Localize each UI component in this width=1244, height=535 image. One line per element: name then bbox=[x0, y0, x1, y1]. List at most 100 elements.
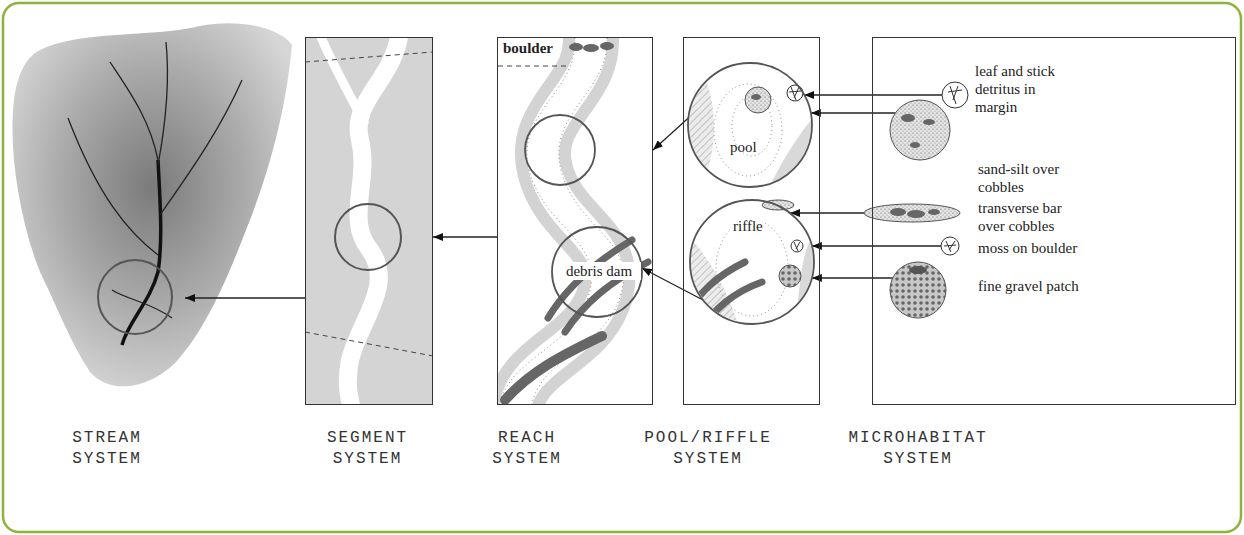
microhabitat-sample: leaf and stick detritus in margin bbox=[942, 82, 968, 108]
microhabitat-samples bbox=[909, 266, 927, 274]
flow-arrow bbox=[804, 94, 942, 95]
pool-detail bbox=[680, 70, 820, 195]
pool-detail bbox=[751, 94, 761, 100]
pool-detail bbox=[714, 84, 782, 176]
reach-channel bbox=[600, 42, 614, 50]
node-outline bbox=[890, 262, 946, 318]
feature-label: riffle bbox=[731, 217, 765, 235]
pool-detail bbox=[789, 87, 801, 100]
microhabitat-samples bbox=[907, 210, 925, 218]
microhabitat-samples bbox=[864, 204, 960, 222]
riffle-detail bbox=[680, 200, 820, 338]
microhabitat-samples bbox=[928, 209, 940, 215]
node-outline bbox=[552, 227, 642, 317]
node-outline bbox=[890, 100, 950, 160]
node-outline bbox=[864, 204, 960, 222]
watershed bbox=[112, 290, 172, 318]
feature-label: debris dam bbox=[557, 262, 641, 280]
microhabitat-samples bbox=[923, 119, 935, 125]
node-outline bbox=[890, 100, 950, 160]
node-outline bbox=[688, 63, 812, 187]
watershed bbox=[12, 23, 292, 386]
flow-arrow bbox=[812, 277, 893, 278]
system-caption: REACH SYSTEM bbox=[482, 428, 572, 470]
system-caption: POOL/RIFFLE SYSTEM bbox=[638, 428, 778, 470]
pool-riffle-panel: poolrifflePOOL/RIFFLE SYSTEM bbox=[683, 37, 820, 405]
system-caption: STREAM SYSTEM bbox=[62, 428, 152, 470]
segment-channel bbox=[305, 30, 433, 410]
segment-channel bbox=[306, 52, 432, 62]
microhabitat-sample: moss on boulder bbox=[941, 237, 959, 255]
segment-channel bbox=[335, 204, 401, 270]
pool-circle: pool bbox=[688, 63, 812, 187]
pool-detail bbox=[680, 70, 714, 185]
flow-arrow bbox=[790, 212, 864, 213]
reach-channel bbox=[569, 43, 583, 51]
node-outline bbox=[864, 204, 960, 222]
segment-channel bbox=[318, 38, 365, 125]
node-outline bbox=[941, 237, 959, 255]
flow-arrow bbox=[185, 297, 305, 298]
node-outline bbox=[942, 82, 968, 108]
microhabitat-label: transverse bar over cobbles bbox=[978, 199, 1078, 235]
reach-channel bbox=[498, 38, 648, 404]
microhabitat-sample: sand-silt over cobbles bbox=[890, 100, 950, 160]
pool-detail bbox=[787, 85, 803, 101]
watershed bbox=[110, 62, 158, 160]
segment-channel bbox=[306, 38, 432, 404]
microhabitat-label: fine gravel patch bbox=[978, 277, 1079, 295]
microhabitat-samples bbox=[948, 86, 962, 104]
pool-detail bbox=[745, 87, 771, 113]
watershed bbox=[68, 118, 158, 255]
riffle-detail bbox=[694, 282, 762, 338]
segment-panel: SEGMENT SYSTEM bbox=[305, 37, 433, 405]
feature-label: boulder bbox=[503, 39, 553, 57]
microhabitat-samples bbox=[901, 114, 915, 122]
node-outline bbox=[890, 262, 946, 318]
microhabitat-label: leaf and stick detritus in margin bbox=[975, 62, 1075, 116]
reach-channel bbox=[515, 38, 608, 404]
reach-panel: debris damREACH SYSTEM bbox=[497, 37, 653, 405]
node-outline bbox=[688, 63, 812, 187]
system-caption: MICROHABITAT SYSTEM bbox=[843, 428, 993, 470]
riffle-detail bbox=[794, 242, 800, 251]
reach-channel bbox=[525, 115, 595, 185]
flow-arrow bbox=[433, 236, 497, 237]
reach-channel bbox=[515, 38, 608, 404]
microhabitat-samples bbox=[910, 142, 920, 148]
reach-channel bbox=[583, 44, 599, 52]
microhabitat-samples bbox=[890, 208, 906, 216]
frame bbox=[3, 3, 1241, 532]
microhabitat-panel: leaf and stick detritus in marginsand-si… bbox=[872, 37, 1236, 405]
microhabitat-label: sand-silt over cobbles bbox=[978, 160, 1078, 196]
riffle-detail bbox=[791, 240, 803, 252]
microhabitat-sample: fine gravel patch bbox=[890, 262, 946, 318]
watershed bbox=[160, 80, 242, 215]
flow-arrow bbox=[811, 112, 895, 113]
microhabitat-samples bbox=[890, 100, 950, 160]
watershed bbox=[98, 260, 172, 334]
riffle-detail bbox=[779, 265, 801, 287]
node-outline bbox=[690, 200, 814, 324]
watershed bbox=[158, 42, 168, 165]
node-outline bbox=[942, 82, 968, 108]
stream-system: STREAM SYSTEM bbox=[5, 37, 185, 405]
reach-channel bbox=[498, 66, 570, 67]
microhabitat-sample: transverse bar over cobbles bbox=[864, 204, 960, 222]
pool-detail bbox=[680, 70, 820, 195]
reach-channel bbox=[505, 336, 602, 400]
segment-channel bbox=[348, 38, 400, 404]
microhabitat-samples bbox=[864, 86, 962, 318]
watershed bbox=[12, 23, 292, 386]
microhabitat-samples bbox=[890, 262, 946, 318]
riffle-circle: riffle bbox=[690, 200, 814, 324]
microhabitat-label: moss on boulder bbox=[978, 239, 1077, 257]
feature-label: pool bbox=[730, 138, 757, 156]
flow-arrow bbox=[812, 245, 941, 246]
node-outline bbox=[941, 237, 959, 255]
system-caption: SEGMENT SYSTEM bbox=[320, 428, 415, 470]
microhabitat-samples bbox=[944, 241, 956, 252]
debris-dam-circle: debris dam bbox=[552, 227, 642, 317]
